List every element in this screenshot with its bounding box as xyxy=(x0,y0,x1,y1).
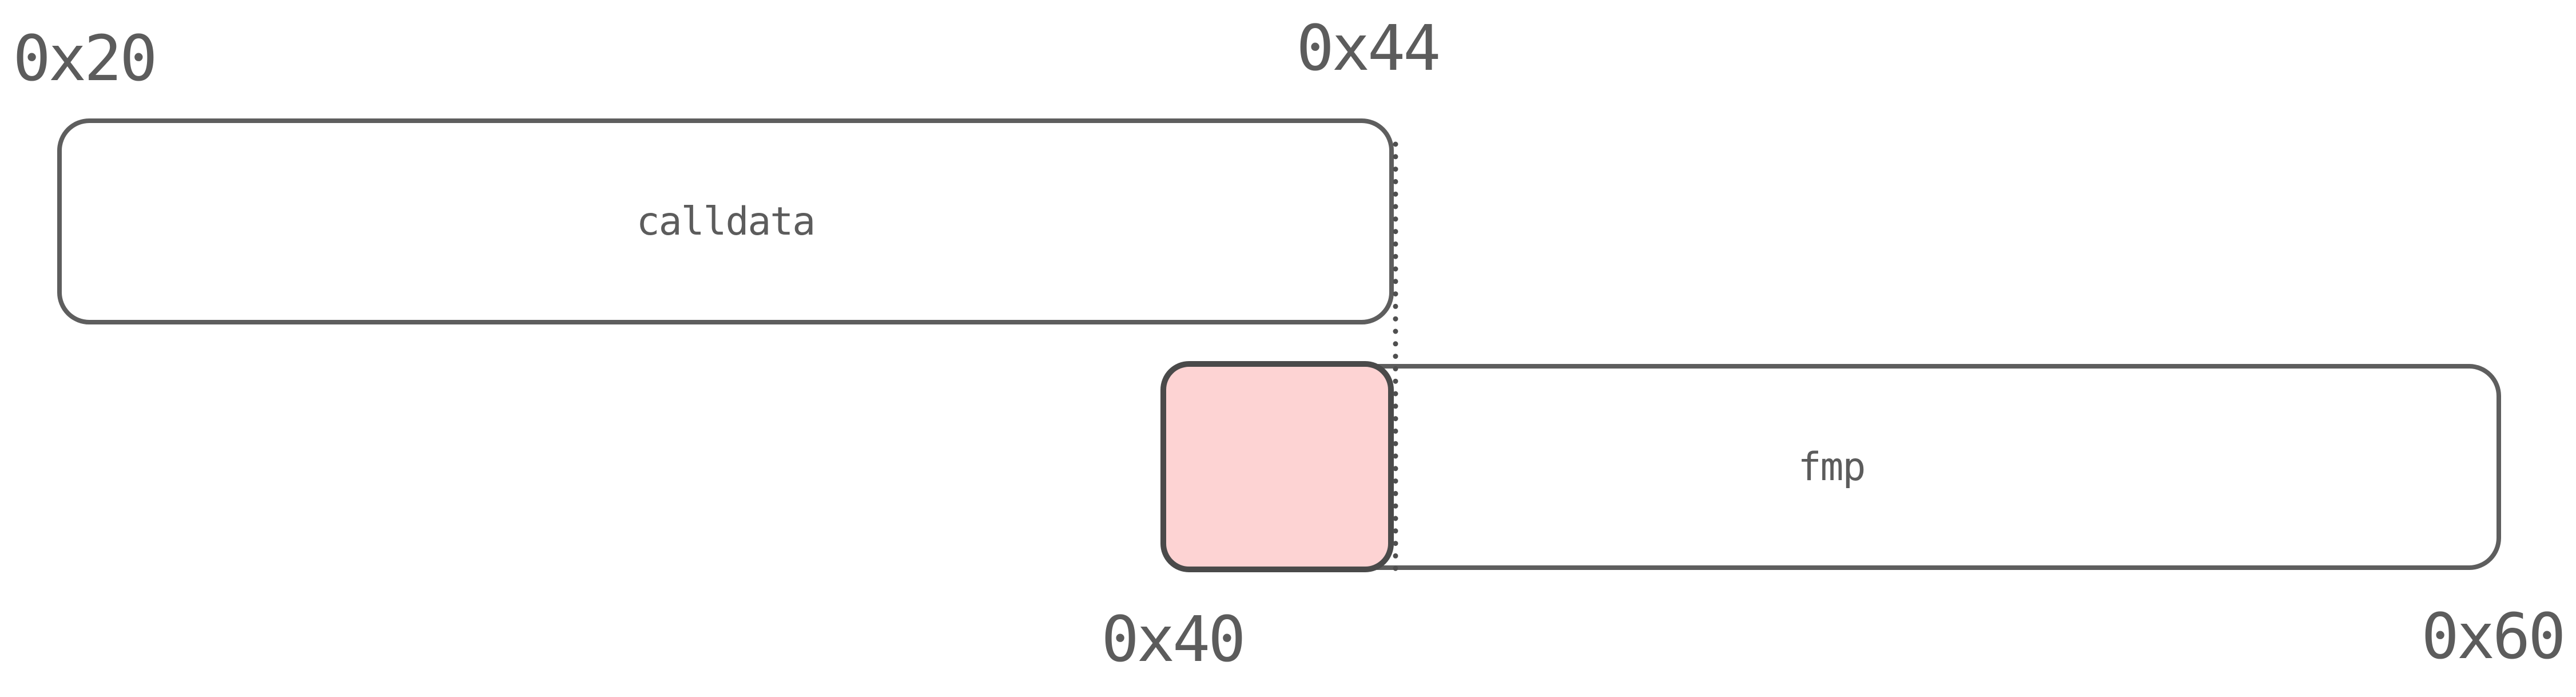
fmp-box-label: fmp xyxy=(1798,444,1866,490)
address-label-fmp-end: 0x60 xyxy=(2421,600,2566,673)
address-label-calldata-start: 0x20 xyxy=(13,22,158,95)
address-label-calldata-end: 0x44 xyxy=(1296,11,1441,85)
address-label-fmp-start: 0x40 xyxy=(1101,603,1246,676)
overlap-region-box xyxy=(1160,361,1394,572)
calldata-box: calldata xyxy=(57,118,1394,324)
calldata-box-label: calldata xyxy=(636,199,816,244)
